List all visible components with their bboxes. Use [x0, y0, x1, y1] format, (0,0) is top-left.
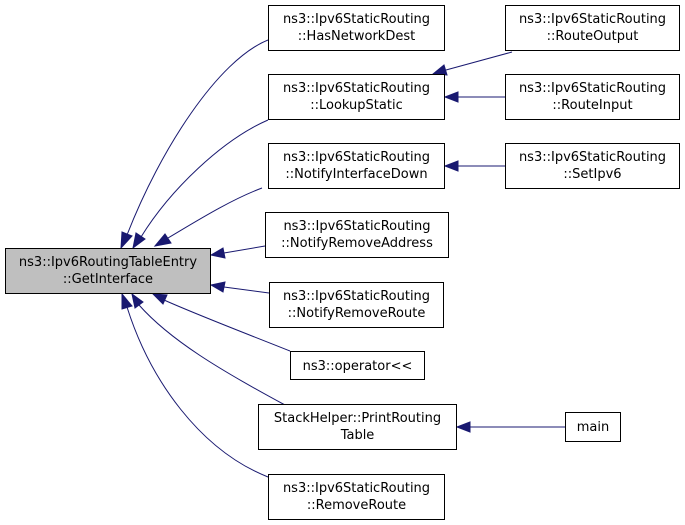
node-getinterface[interactable]: ns3::Ipv6RoutingTableEntry ::GetInterfac…	[5, 248, 211, 294]
node-removeroute[interactable]: ns3::Ipv6StaticRouting ::RemoveRoute	[268, 474, 445, 520]
node-routeinput-line1: ns3::Ipv6StaticRouting	[519, 81, 666, 96]
node-main-line1: main	[577, 420, 609, 435]
node-notifyremoveaddress[interactable]: ns3::Ipv6StaticRouting ::NotifyRemoveAdd…	[265, 212, 449, 258]
node-getinterface-line2: ::GetInterface	[63, 272, 153, 287]
node-printroutingtable[interactable]: StackHelper::PrintRouting Table	[258, 404, 457, 450]
node-notifyremoveroute[interactable]: ns3::Ipv6StaticRouting ::NotifyRemoveRou…	[269, 282, 444, 328]
arrowhead-main	[455, 421, 471, 433]
edges	[120, 39, 565, 478]
arrowhead-lookupstatic	[132, 232, 146, 250]
arrowhead-notifyremoveroute	[209, 281, 226, 293]
edge-hasnetworkdest-to-getinterface	[126, 39, 269, 236]
node-routeoutput-line2: ::RouteOutput	[547, 29, 639, 44]
arrowhead-printroutingtable	[131, 292, 144, 309]
edge-printroutingtable-to-getinterface	[138, 304, 286, 406]
arrowhead-notifyinterfacedown	[153, 233, 172, 247]
node-setipv6-line1: ns3::Ipv6StaticRouting	[519, 150, 666, 165]
node-hasnetworkdest-line2: ::HasNetworkDest	[298, 29, 415, 44]
arrowhead-removeroute	[121, 292, 133, 310]
node-notifyremoveroute-line1: ns3::Ipv6StaticRouting	[283, 289, 430, 304]
node-main[interactable]: main	[565, 412, 621, 442]
node-hasnetworkdest-line1: ns3::Ipv6StaticRouting	[283, 12, 430, 27]
arrowhead-notifyremoveaddress	[209, 247, 226, 259]
node-lookupstatic-line2: ::LookupStatic	[310, 98, 402, 113]
node-getinterface-line1: ns3::Ipv6RoutingTableEntry	[19, 255, 197, 270]
arrowhead-setipv6	[443, 160, 459, 172]
edge-operator-to-getinterface	[163, 299, 291, 352]
arrowhead-routeinput	[443, 91, 459, 103]
arrowhead-hasnetworkdest	[120, 231, 133, 250]
edge-notifyremoveaddress-to-getinterface	[223, 245, 266, 254]
node-operator-stream-line1: ns3::operator<<	[303, 359, 413, 374]
node-notifyremoveaddress-line2: ::NotifyRemoveAddress	[281, 236, 433, 251]
edge-notifyremoveroute-to-getinterface	[223, 286, 270, 294]
edge-notifyinterfacedown-to-getinterface	[167, 187, 263, 239]
node-printroutingtable-line2: Table	[340, 428, 375, 443]
node-routeoutput[interactable]: ns3::Ipv6StaticRouting ::RouteOutput	[505, 5, 680, 51]
node-lookupstatic-line1: ns3::Ipv6StaticRouting	[283, 81, 430, 96]
edge-removeroute-to-getinterface	[126, 306, 269, 478]
node-notifyinterfacedown-line1: ns3::Ipv6StaticRouting	[283, 150, 430, 165]
node-operator-stream[interactable]: ns3::operator<<	[290, 351, 425, 380]
node-setipv6[interactable]: ns3::Ipv6StaticRouting ::SetIpv6	[505, 143, 680, 189]
edge-lookupstatic-to-getinterface	[140, 119, 269, 238]
node-setipv6-line2: ::SetIpv6	[563, 167, 621, 182]
edge-routeoutput-to-lookupstatic	[445, 51, 513, 71]
node-routeinput[interactable]: ns3::Ipv6StaticRouting ::RouteInput	[505, 74, 680, 120]
arrowhead-routeoutput	[431, 64, 448, 76]
node-routeoutput-line1: ns3::Ipv6StaticRouting	[519, 12, 666, 27]
node-removeroute-line2: ::RemoveRoute	[307, 498, 406, 513]
node-removeroute-line1: ns3::Ipv6StaticRouting	[283, 481, 430, 496]
node-hasnetworkdest[interactable]: ns3::Ipv6StaticRouting ::HasNetworkDest	[268, 5, 445, 51]
node-routeinput-line2: ::RouteInput	[552, 98, 632, 113]
node-notifyinterfacedown-line2: ::NotifyInterfaceDown	[285, 167, 427, 182]
node-lookupstatic[interactable]: ns3::Ipv6StaticRouting ::LookupStatic	[268, 74, 445, 120]
node-printroutingtable-line1: StackHelper::PrintRouting	[274, 411, 441, 426]
node-notifyremoveaddress-line1: ns3::Ipv6StaticRouting	[283, 219, 430, 234]
node-notifyremoveroute-line2: ::NotifyRemoveRoute	[288, 306, 426, 321]
arrowhead-operator	[151, 293, 168, 305]
node-notifyinterfacedown[interactable]: ns3::Ipv6StaticRouting ::NotifyInterface…	[268, 143, 445, 189]
